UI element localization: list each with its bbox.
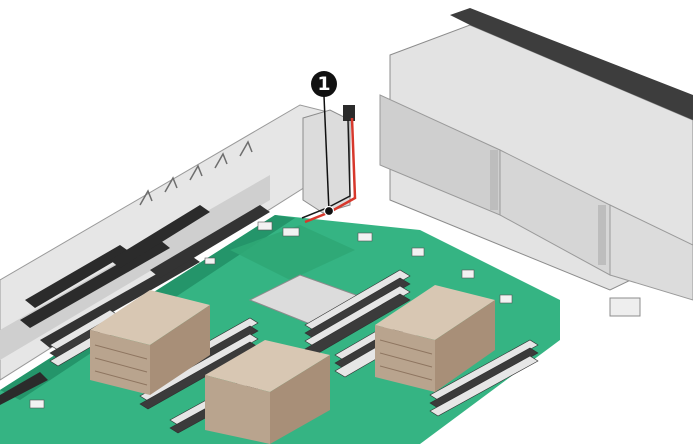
callout-1-target-dot — [323, 205, 335, 217]
heatsink-cpu1 — [90, 290, 210, 395]
callout-1-leader — [323, 95, 330, 212]
callout-1 — [311, 71, 337, 217]
board-components — [29, 221, 641, 409]
heatsink-cpu3 — [205, 340, 330, 444]
riser-connectors — [0, 205, 270, 405]
heatsinks — [90, 285, 495, 444]
chassis-cover — [379, 8, 693, 301]
cable — [301, 117, 357, 224]
dimm-bank-5 — [429, 339, 539, 417]
dimm-bank-1 — [304, 269, 411, 356]
callout-1-marker — [311, 71, 337, 97]
heatsink-cpu2 — [375, 285, 495, 392]
